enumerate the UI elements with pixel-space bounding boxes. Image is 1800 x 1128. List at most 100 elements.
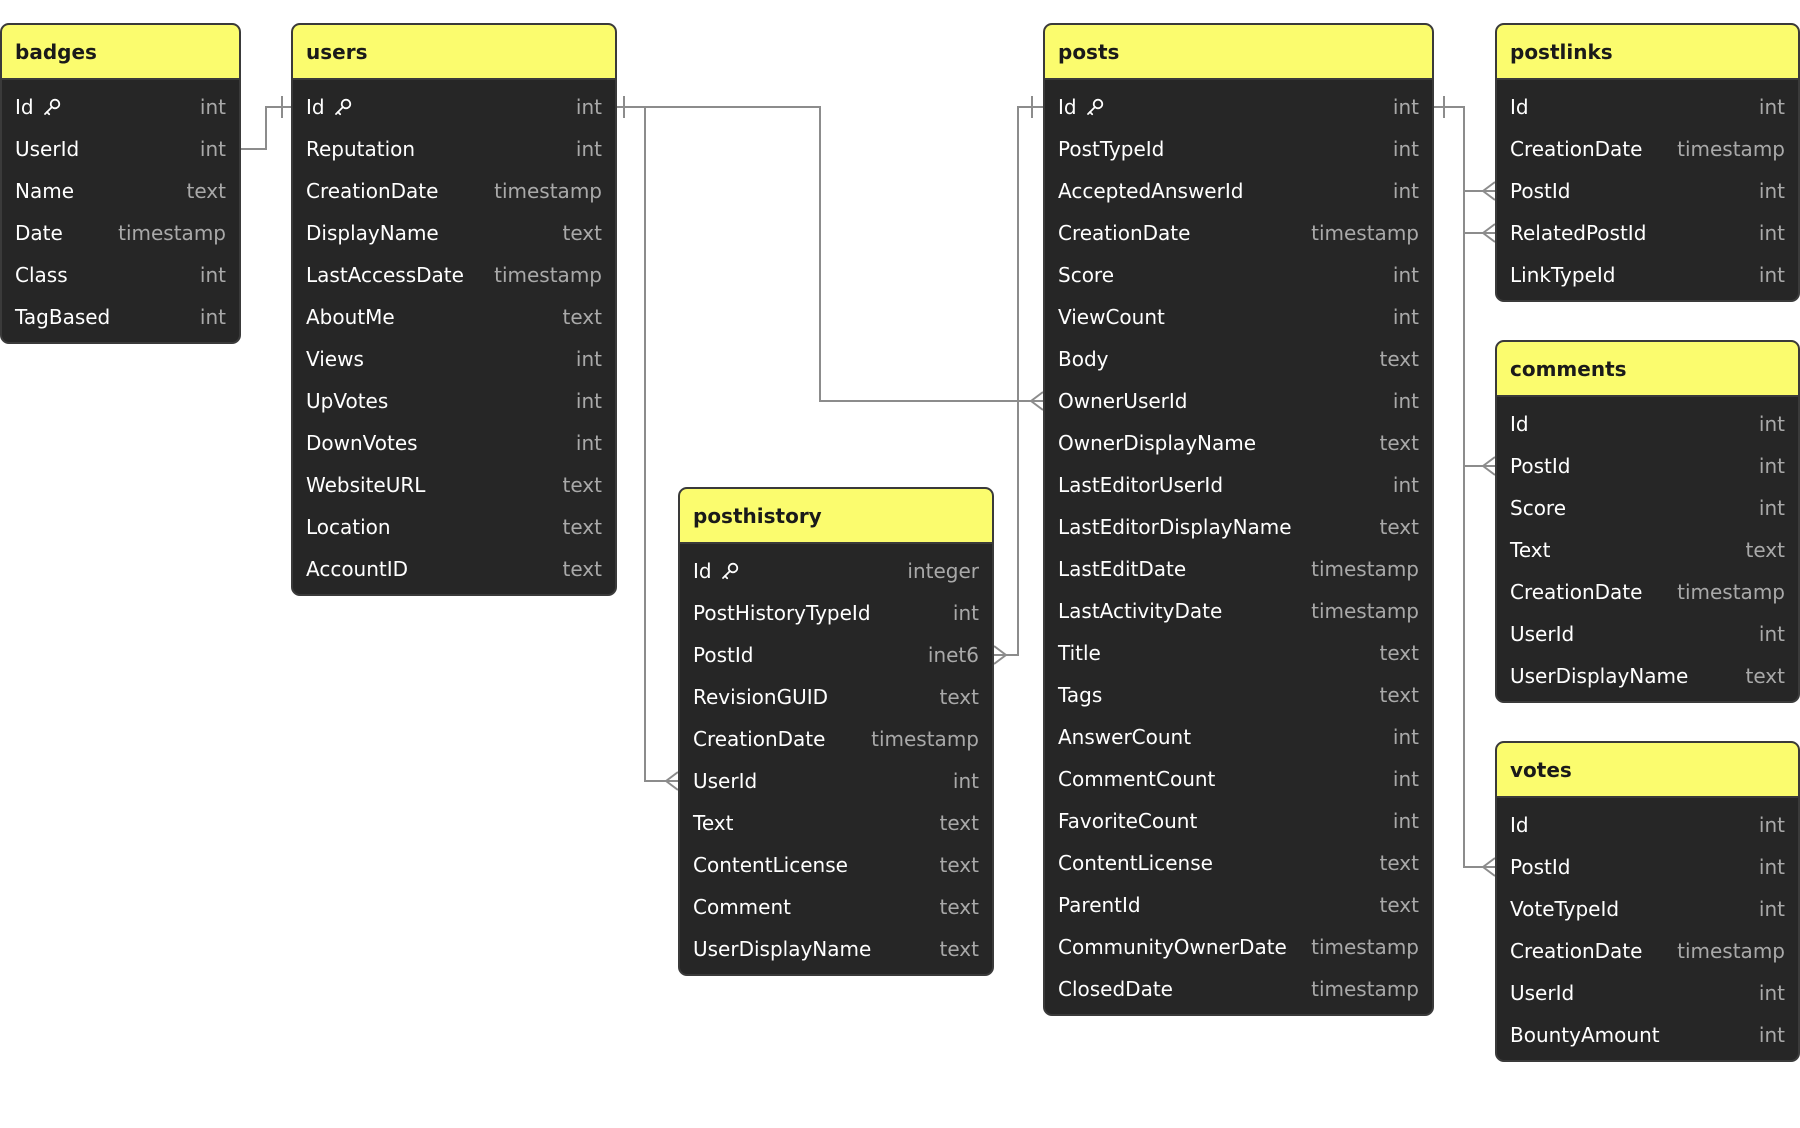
column-name: Tags xyxy=(1058,683,1103,707)
column-name: UserDisplayName xyxy=(693,937,872,961)
table-header[interactable]: postlinks xyxy=(1497,25,1798,80)
column-name: LastActivityDate xyxy=(1058,599,1223,623)
column-name: LastAccessDate xyxy=(306,263,464,287)
table-header[interactable]: votes xyxy=(1497,743,1798,798)
table-header[interactable]: users xyxy=(293,25,615,80)
column-name: AccountID xyxy=(306,557,409,581)
column-type: int xyxy=(1392,179,1419,203)
column-type: timestamp xyxy=(1677,939,1785,963)
relationship-line xyxy=(241,106,291,150)
column-cell: UserDisplayName xyxy=(1510,664,1688,688)
column-name: Text xyxy=(693,811,734,835)
table-header[interactable]: posts xyxy=(1045,25,1432,80)
column-type: int xyxy=(1758,221,1785,245)
many-marker xyxy=(1030,391,1044,411)
column-name: CreationDate xyxy=(1058,221,1191,245)
column-type: int xyxy=(1758,95,1785,119)
column-name: ParentId xyxy=(1058,893,1141,917)
table-header[interactable]: posthistory xyxy=(680,489,992,544)
table-name: postlinks xyxy=(1510,39,1613,64)
column-cell: UserId xyxy=(693,769,757,793)
table-header[interactable]: comments xyxy=(1497,342,1798,397)
table-header[interactable]: badges xyxy=(2,25,239,80)
